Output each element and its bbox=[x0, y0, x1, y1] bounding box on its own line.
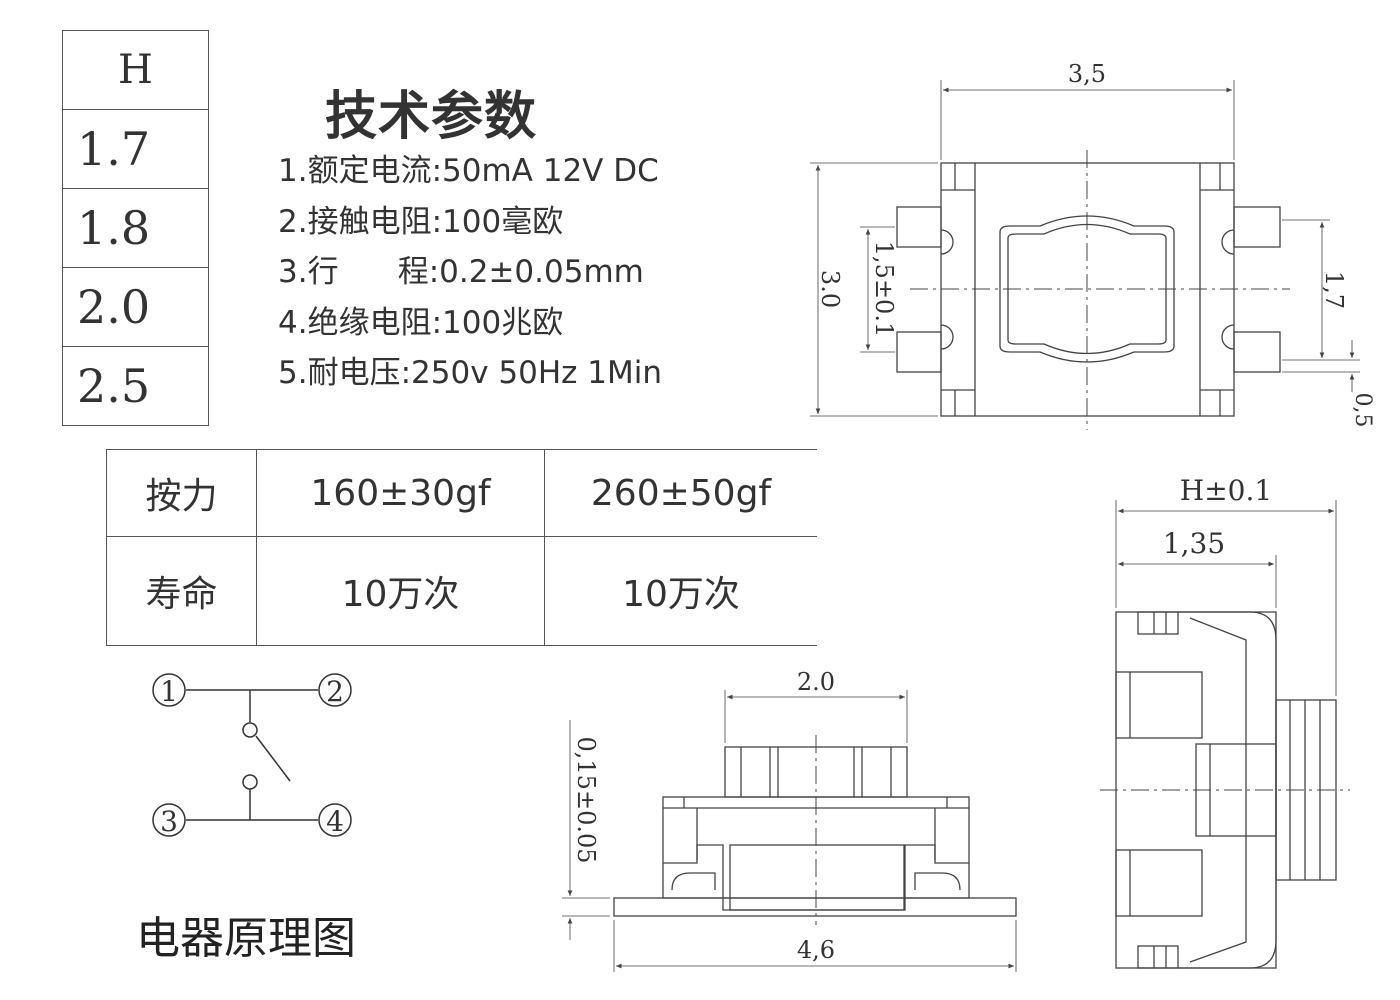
dim-top-width: 3,5 bbox=[1068, 60, 1106, 88]
force-life-table: 按力 160±30gf 260±50gf 寿命 10万次 10万次 bbox=[106, 449, 817, 646]
height-value: 1.7 bbox=[62, 109, 209, 189]
spec-item: 1.额定电流:50mA 12V DC bbox=[278, 153, 659, 189]
switch-schematic bbox=[152, 673, 352, 837]
spec-item: 2.接触电阻:100毫欧 bbox=[278, 203, 564, 240]
height-table: H 1.7 1.8 2.0 2.5 bbox=[62, 30, 209, 426]
dim-pad-pitch: 1,5±0.1 bbox=[870, 241, 898, 337]
pin-label: 2 bbox=[326, 675, 344, 708]
dim-pad-span: 1,7 bbox=[1320, 271, 1348, 309]
schematic-title: 电器原理图 bbox=[136, 913, 356, 964]
life-label: 寿命 bbox=[106, 536, 257, 646]
dim-side-body: 1,35 bbox=[1163, 527, 1225, 560]
height-value: 2.5 bbox=[62, 346, 209, 426]
spec-item: 4.绝缘电阻:100兆欧 bbox=[278, 304, 564, 341]
height-table-header: H bbox=[62, 30, 209, 110]
dim-front-top: 2.0 bbox=[797, 668, 835, 696]
force-label: 按力 bbox=[106, 449, 257, 537]
life-value: 10万次 bbox=[544, 536, 817, 646]
dim-top-height: 3.0 bbox=[816, 270, 844, 308]
spec-item: 3.行 程:0.2±0.05mm bbox=[278, 254, 644, 290]
side-view bbox=[1100, 500, 1350, 969]
pin-circle bbox=[318, 673, 352, 707]
life-value: 10万次 bbox=[256, 536, 545, 646]
specs-list: 1.额定电流:50mA 12V DC 2.接触电阻:100毫欧 3.行 程:0.… bbox=[278, 146, 662, 399]
dim-front-base: 4,6 bbox=[797, 936, 835, 964]
pin-label: 1 bbox=[160, 675, 178, 708]
dim-front-offset: 0,15±0.05 bbox=[572, 737, 600, 864]
pin-label: 3 bbox=[160, 805, 178, 838]
dim-pad-width: 0,5 bbox=[1350, 393, 1375, 428]
dim-side-overall: H±0.1 bbox=[1180, 474, 1272, 507]
force-value: 160±30gf bbox=[256, 449, 545, 537]
pin-circle bbox=[318, 803, 352, 837]
force-value: 260±50gf bbox=[544, 449, 817, 537]
pin-circle bbox=[152, 803, 186, 837]
specs-title: 技术参数 bbox=[325, 87, 538, 147]
height-value: 1.8 bbox=[62, 188, 209, 268]
top-view bbox=[810, 80, 1360, 430]
spec-item: 5.耐电压:250v 50Hz 1Min bbox=[278, 355, 663, 391]
pin-circle bbox=[152, 673, 186, 707]
front-view bbox=[562, 690, 1017, 972]
pin-label: 4 bbox=[326, 805, 344, 838]
